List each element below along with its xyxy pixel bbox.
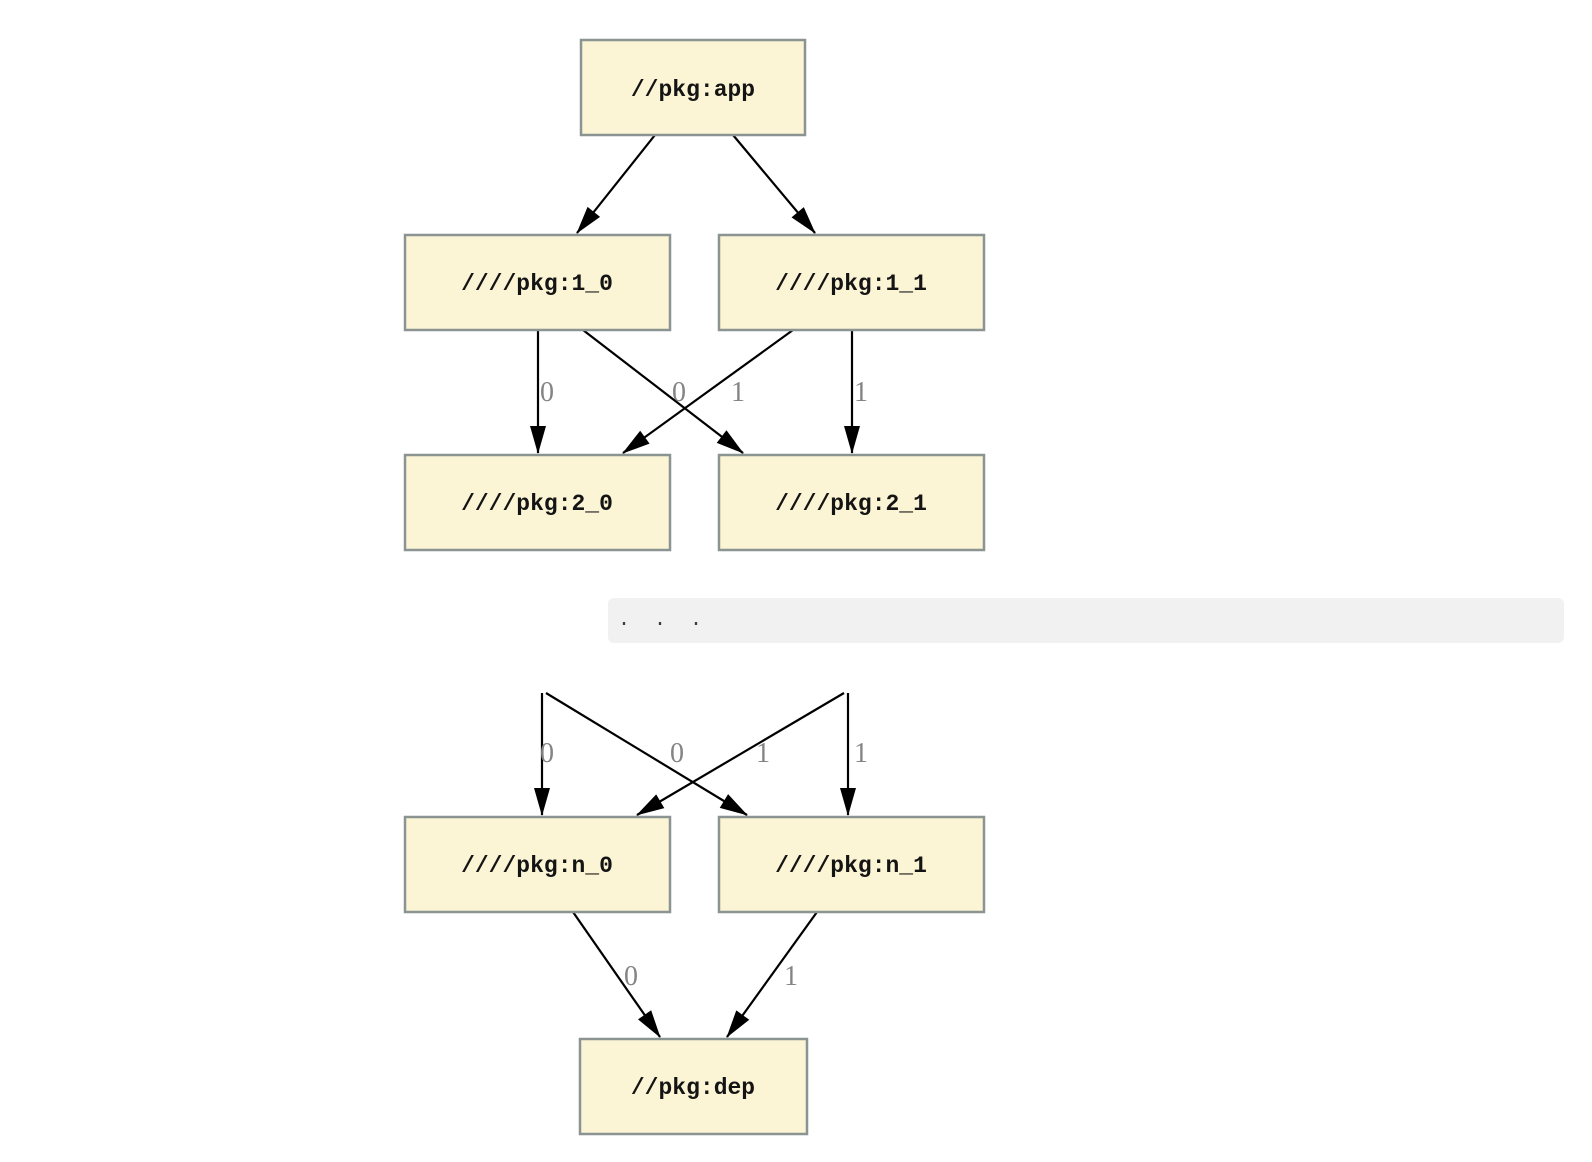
edge-1_0-to-2_1 xyxy=(582,329,744,454)
code-block-ellipsis: . . . xyxy=(608,598,1564,643)
node-pkg-n_0-label: ////pkg:n_0 xyxy=(461,853,613,879)
edge-app-to-1_0 xyxy=(576,134,656,234)
node-pkg-1_0: ////pkg:1_0 xyxy=(403,233,672,332)
dependency-graph-top: 0 0 1 1 //pkg:app ////pkg:1_0 ////pkg:1_… xyxy=(403,38,986,552)
edge-1_1-to-2_0 xyxy=(622,329,794,454)
node-pkg-2_1-box xyxy=(717,453,986,552)
node-pkg-1_1-box xyxy=(717,233,986,332)
node-pkg-n_1-label: ////pkg:n_1 xyxy=(775,853,927,879)
edge-n_0-to-dep xyxy=(572,911,661,1038)
edge-label-n_0-to-dep: 0 xyxy=(624,961,638,992)
node-pkg-n_1-box xyxy=(717,815,986,914)
edge-label-elided-to-n_0-straight: 0 xyxy=(540,738,554,769)
node-pkg-app-label: //pkg:app xyxy=(631,77,755,103)
edge-label-1_0-to-2_0: 0 xyxy=(540,377,554,408)
edge-app-to-1_1 xyxy=(732,134,816,234)
edge-label-elided-to-n_0-cross: 0 xyxy=(670,738,684,769)
edge-label-1_1-to-2_0: 0 xyxy=(672,377,686,408)
edge-elided-to-n_0-cross xyxy=(636,692,845,816)
node-pkg-2_1: ////pkg:2_1 xyxy=(717,453,986,552)
node-pkg-n_1: ////pkg:n_1 xyxy=(717,815,986,914)
node-pkg-n_0-box xyxy=(403,815,672,914)
node-pkg-1_1: ////pkg:1_1 xyxy=(717,233,986,332)
edge-n_1-to-dep xyxy=(726,911,818,1038)
node-pkg-app: //pkg:app xyxy=(579,38,807,137)
node-pkg-2_1-label: ////pkg:2_1 xyxy=(775,491,927,517)
edge-label-1_0-to-2_1: 1 xyxy=(731,377,745,408)
edges-top xyxy=(530,134,860,454)
node-pkg-dep-label: //pkg:dep xyxy=(631,1075,755,1101)
node-pkg-n_0: ////pkg:n_0 xyxy=(403,815,672,914)
edge-label-1_1-to-2_1: 1 xyxy=(854,377,868,408)
node-pkg-1_1-label: ////pkg:1_1 xyxy=(775,271,927,297)
edge-label-elided-to-n_1-straight: 1 xyxy=(854,738,868,769)
node-pkg-app-box xyxy=(579,38,807,137)
edges-bottom xyxy=(534,692,856,1038)
dependency-graph-bottom: 0 0 1 1 0 1 ////pkg:n_0 ////pkg:n_1 //pk… xyxy=(403,692,986,1136)
node-pkg-2_0: ////pkg:2_0 xyxy=(403,453,672,552)
edge-elided-to-n_1-cross xyxy=(545,692,748,816)
node-pkg-1_0-box xyxy=(403,233,672,332)
node-pkg-dep: //pkg:dep xyxy=(578,1037,809,1136)
edge-label-elided-to-n_1-cross: 1 xyxy=(756,738,770,769)
edge-label-n_1-to-dep: 1 xyxy=(784,961,798,992)
node-pkg-2_0-box xyxy=(403,453,672,552)
node-pkg-1_0-label: ////pkg:1_0 xyxy=(461,271,613,297)
node-pkg-dep-box xyxy=(578,1037,809,1136)
node-pkg-2_0-label: ////pkg:2_0 xyxy=(461,491,613,517)
